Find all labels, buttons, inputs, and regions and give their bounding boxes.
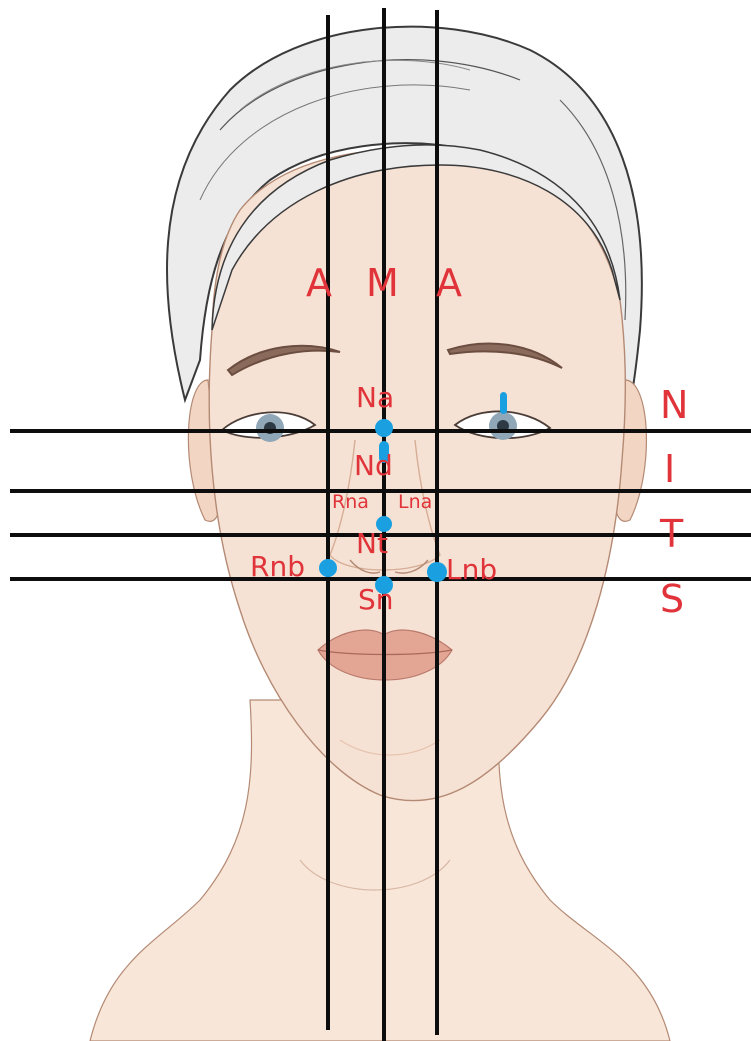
landmark-nt-label: Nt [356, 530, 388, 558]
landmark-rnb-label: Rnb [250, 553, 305, 581]
horizontal-label-i: I [664, 450, 675, 488]
vertical-label-center: M [366, 264, 399, 302]
landmark-lnb-label: Lnb [446, 556, 497, 584]
horizontal-label-s: S [660, 580, 684, 618]
landmark-lnb-point [427, 562, 447, 582]
vertical-label-right: A [436, 264, 462, 302]
left-eye-marker [500, 392, 507, 414]
landmark-sn-label: Sn [358, 586, 394, 614]
landmark-rnb-point [319, 559, 337, 577]
landmark-lna-label: Lna [398, 493, 432, 512]
landmark-nd-label: Nd [354, 452, 393, 480]
horizontal-label-t: T [660, 515, 683, 553]
horizontal-label-n: N [660, 386, 688, 424]
landmark-na-point [375, 419, 393, 437]
landmark-na-label: Na [356, 384, 394, 412]
landmark-rna-label: Rna [332, 493, 369, 512]
vertical-label-left: A [306, 264, 332, 302]
